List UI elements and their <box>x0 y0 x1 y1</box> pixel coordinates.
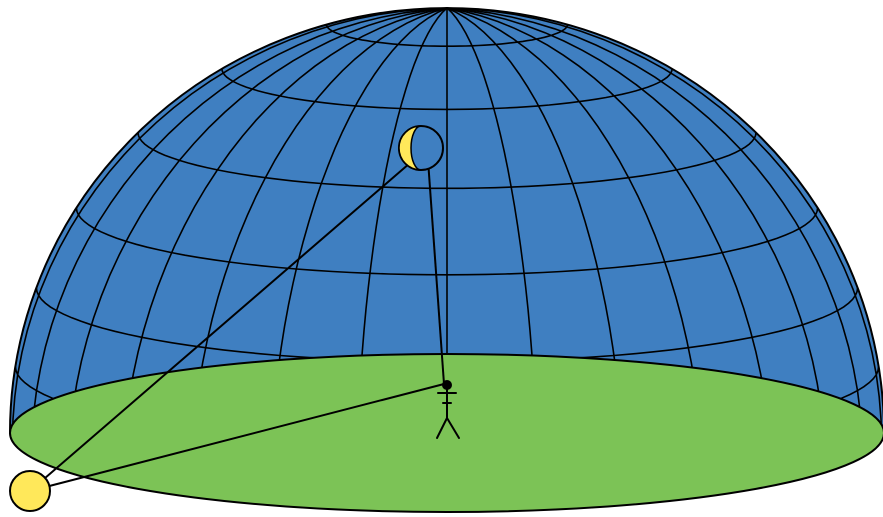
horizon-ground <box>10 354 883 512</box>
sun <box>10 471 50 511</box>
moon <box>399 126 443 170</box>
